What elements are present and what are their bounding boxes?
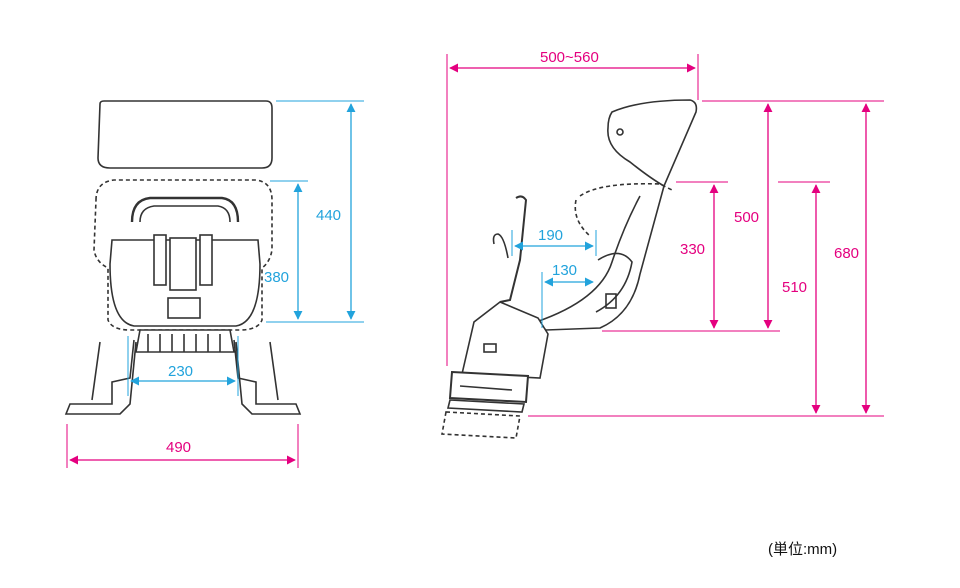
stand-frame (64, 339, 302, 415)
label-490: 490 (166, 439, 191, 456)
seat-cushion (109, 239, 261, 327)
side-dimensions: 500~560 190 130 330 500 510 680 (446, 49, 884, 417)
label-440: 440 (316, 207, 341, 224)
label-680: 680 (834, 245, 859, 262)
front-dimensions: 440 380 230 490 (66, 100, 364, 468)
left-strap (153, 234, 167, 286)
label-190: 190 (538, 227, 563, 244)
buckle-plate (169, 237, 197, 291)
front-bar (499, 195, 528, 303)
headrest-shape (97, 100, 273, 169)
label-380: 380 (264, 269, 289, 286)
label-500: 500 (734, 209, 759, 226)
right-strap (199, 234, 213, 286)
label-500-560: 500~560 (540, 49, 599, 66)
side-shell (534, 185, 665, 331)
footrest-mount (461, 301, 549, 379)
side-headrest-adjusted (579, 182, 673, 197)
label-330: 330 (680, 241, 705, 258)
unit-note: (単位:mm) (768, 541, 838, 558)
side-headrest (607, 99, 698, 188)
label-510: 510 (782, 279, 807, 296)
side-view-seat (441, 99, 698, 439)
front-view-seat (64, 100, 302, 415)
label-230: 230 (168, 363, 193, 380)
footrest (448, 370, 530, 404)
label-130: 130 (552, 262, 577, 279)
seat-shell-outline (93, 179, 273, 331)
handle-arch (130, 196, 240, 223)
